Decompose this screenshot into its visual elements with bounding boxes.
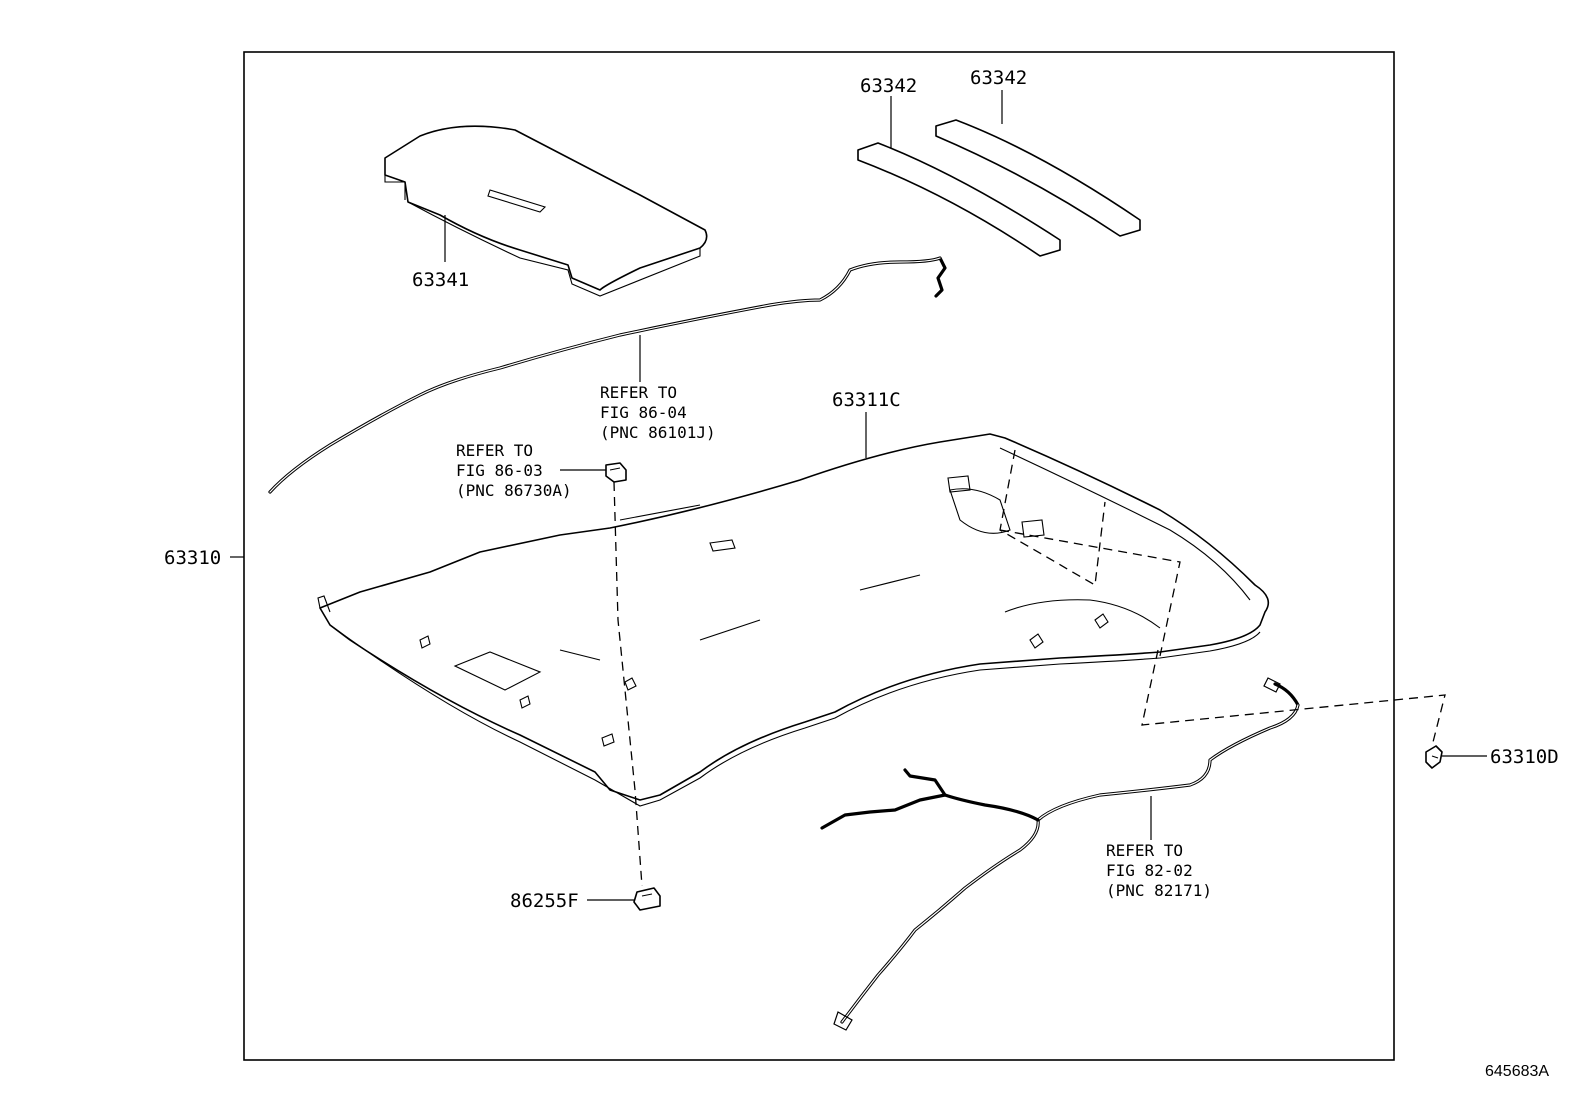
- label-63342-left: 63342: [860, 75, 917, 97]
- label-63310: 63310: [164, 547, 221, 569]
- locator-clip-right: [1141, 649, 1446, 747]
- ref-wire-bottom-line-2: FIG 82-02: [1106, 861, 1193, 880]
- label-63310D: 63310D: [1490, 746, 1559, 768]
- ref-wire-top-line-1: REFER TO: [600, 383, 677, 402]
- ref-wire-bottom: REFER TO FIG 82-02 (PNC 82171): [1106, 841, 1212, 900]
- ref-wire-bottom-line-3: (PNC 82171): [1106, 881, 1212, 900]
- pad-63341: [384, 125, 708, 297]
- ref-clip-left-line-3: (PNC 86730A): [456, 481, 572, 500]
- wire-harness-bottom: [820, 677, 1300, 1031]
- ref-wire-bottom-line-1: REFER TO: [1106, 841, 1183, 860]
- pad-63342-right: [935, 119, 1141, 237]
- headliner-63311C: [317, 433, 1270, 807]
- holder-86255F: [633, 887, 661, 911]
- label-63341: 63341: [412, 269, 469, 291]
- ref-wire-top-line-3: (PNC 86101J): [600, 423, 716, 442]
- label-86255F: 86255F: [510, 890, 579, 912]
- ref-wire-top: REFER TO FIG 86-04 (PNC 86101J): [600, 383, 716, 442]
- diagram-frame: [243, 51, 1395, 1061]
- clip-63310D: [1425, 745, 1443, 769]
- ref-clip-left-line-1: REFER TO: [456, 441, 533, 460]
- clip-86730A: [605, 462, 627, 483]
- wire-harness-top: [268, 256, 947, 494]
- pad-63342-left: [857, 142, 1061, 257]
- diagram-id: 645683A: [1485, 1063, 1549, 1080]
- ref-wire-top-line-2: FIG 86-04: [600, 403, 687, 422]
- ref-clip-left: REFER TO FIG 86-03 (PNC 86730A): [456, 441, 572, 500]
- label-63311C: 63311C: [832, 389, 901, 411]
- ref-clip-left-line-2: FIG 86-03: [456, 461, 543, 480]
- label-63342-right: 63342: [970, 67, 1027, 89]
